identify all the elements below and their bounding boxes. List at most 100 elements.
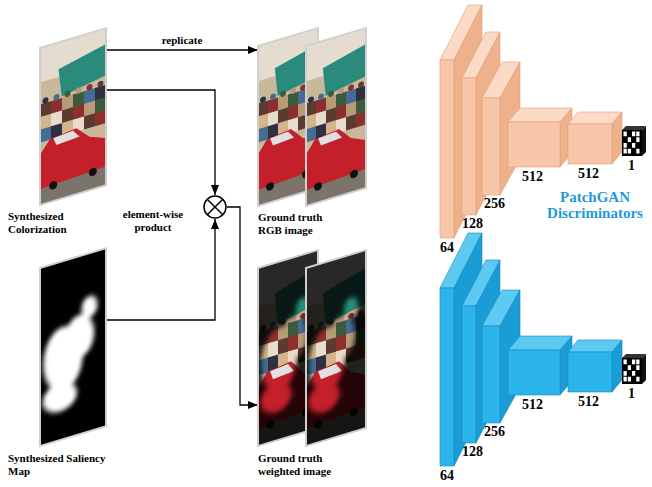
node-caption: element-wise product (113, 208, 193, 234)
image-panel (40, 28, 107, 205)
discriminator-stack (440, 233, 646, 466)
channel-count: 512 (522, 170, 543, 185)
photo-head (338, 87, 344, 95)
patch-cell (636, 149, 639, 154)
product-operator: element-wise product (203, 195, 227, 219)
patch-cell (636, 377, 639, 382)
photo-wheel (350, 169, 358, 179)
photo-head (270, 93, 276, 101)
image-node: Ground truth weighted image (258, 250, 370, 446)
patch-cell (636, 132, 639, 137)
layer-front (462, 306, 476, 443)
channel-count: 128 (462, 217, 483, 232)
panel-frame (40, 28, 106, 205)
patch-cell (636, 365, 639, 370)
operator-cross (207, 199, 223, 215)
saliency-blob (82, 293, 98, 319)
operator-circle (204, 196, 226, 218)
layer-side (642, 126, 646, 156)
layer-front (568, 124, 612, 164)
patch-cell (632, 132, 635, 137)
layer-front (568, 352, 612, 392)
conv-layer-block (440, 233, 482, 466)
patch-output (622, 130, 642, 156)
flow-arrow (106, 90, 215, 195)
patch-cell (628, 149, 631, 154)
photo-wheel (266, 181, 274, 191)
edge-label: replicate (160, 34, 205, 47)
panel-frame (40, 248, 106, 446)
panel-frame (306, 250, 366, 446)
photo-ground (306, 28, 366, 206)
operator-cross (207, 199, 223, 215)
node-shape (40, 30, 106, 205)
node-shape (258, 250, 370, 446)
conv-layer-block (462, 260, 500, 443)
saliency-blob (65, 311, 94, 362)
saliency-blob (43, 378, 77, 417)
panel-frame (306, 28, 366, 206)
channel-count: 1 (628, 387, 635, 402)
photo-head (260, 96, 266, 104)
node-shape (40, 250, 106, 446)
photo-head (328, 90, 334, 98)
flow-arrow (106, 49, 258, 50)
photo-windshield (270, 130, 294, 147)
photo-head (358, 81, 364, 89)
channel-count: 64 (440, 469, 454, 484)
image-node: Ground truth RGB image (258, 28, 370, 206)
channel-count: 64 (440, 241, 454, 256)
photo-head (308, 96, 314, 104)
patch-cell (628, 365, 631, 370)
node-caption: Ground truth weighted image (258, 452, 348, 478)
layer-side (612, 340, 622, 392)
patch-cell (628, 377, 631, 382)
conv-layer-block (508, 336, 572, 395)
patch-cell (636, 137, 639, 142)
channel-count: 512 (522, 398, 543, 413)
node-caption: Synthesized Colorization (8, 210, 108, 236)
layer-side (612, 112, 622, 164)
patch-cell (624, 371, 627, 376)
photo-head (348, 84, 354, 92)
node-shape (203, 195, 227, 219)
photo-car (306, 121, 366, 190)
layer-front (508, 350, 560, 395)
photo-wheel (89, 167, 97, 177)
saliency-darkening (306, 250, 366, 446)
photo-wheel (49, 180, 57, 190)
layer-side (476, 32, 500, 215)
photo-windshield (53, 129, 79, 146)
discriminator-title: PatchGAN Discriminators (542, 190, 648, 222)
photo-head (54, 93, 60, 101)
patch-cell (624, 377, 627, 382)
patch-cell (636, 360, 639, 365)
conv-layer-block (508, 108, 572, 167)
patch-output (622, 358, 642, 384)
flow-arrow (106, 219, 215, 320)
image-node: Synthesized Colorization (40, 30, 106, 205)
node-shape (258, 28, 370, 206)
patch-cell (632, 143, 635, 148)
patch-cell (632, 371, 635, 376)
photo-wheel (314, 181, 322, 191)
layer-side (642, 354, 646, 384)
image-panel (306, 250, 367, 446)
photo-head (43, 97, 49, 105)
conv-layer-block (622, 126, 646, 156)
patch-cell (632, 360, 635, 365)
photo-head (76, 87, 82, 95)
photo-ground (306, 250, 366, 446)
layer-top (622, 126, 646, 130)
photo-head (87, 83, 93, 91)
layer-front (440, 60, 454, 238)
layer-top (622, 354, 646, 358)
patch-cell (624, 132, 627, 137)
photo-windshield (318, 130, 342, 147)
patch-cell (628, 137, 631, 142)
photo-head (280, 90, 286, 98)
conv-layer-block (462, 32, 500, 215)
photo-crowd (356, 111, 366, 127)
channel-count: 512 (578, 167, 599, 182)
